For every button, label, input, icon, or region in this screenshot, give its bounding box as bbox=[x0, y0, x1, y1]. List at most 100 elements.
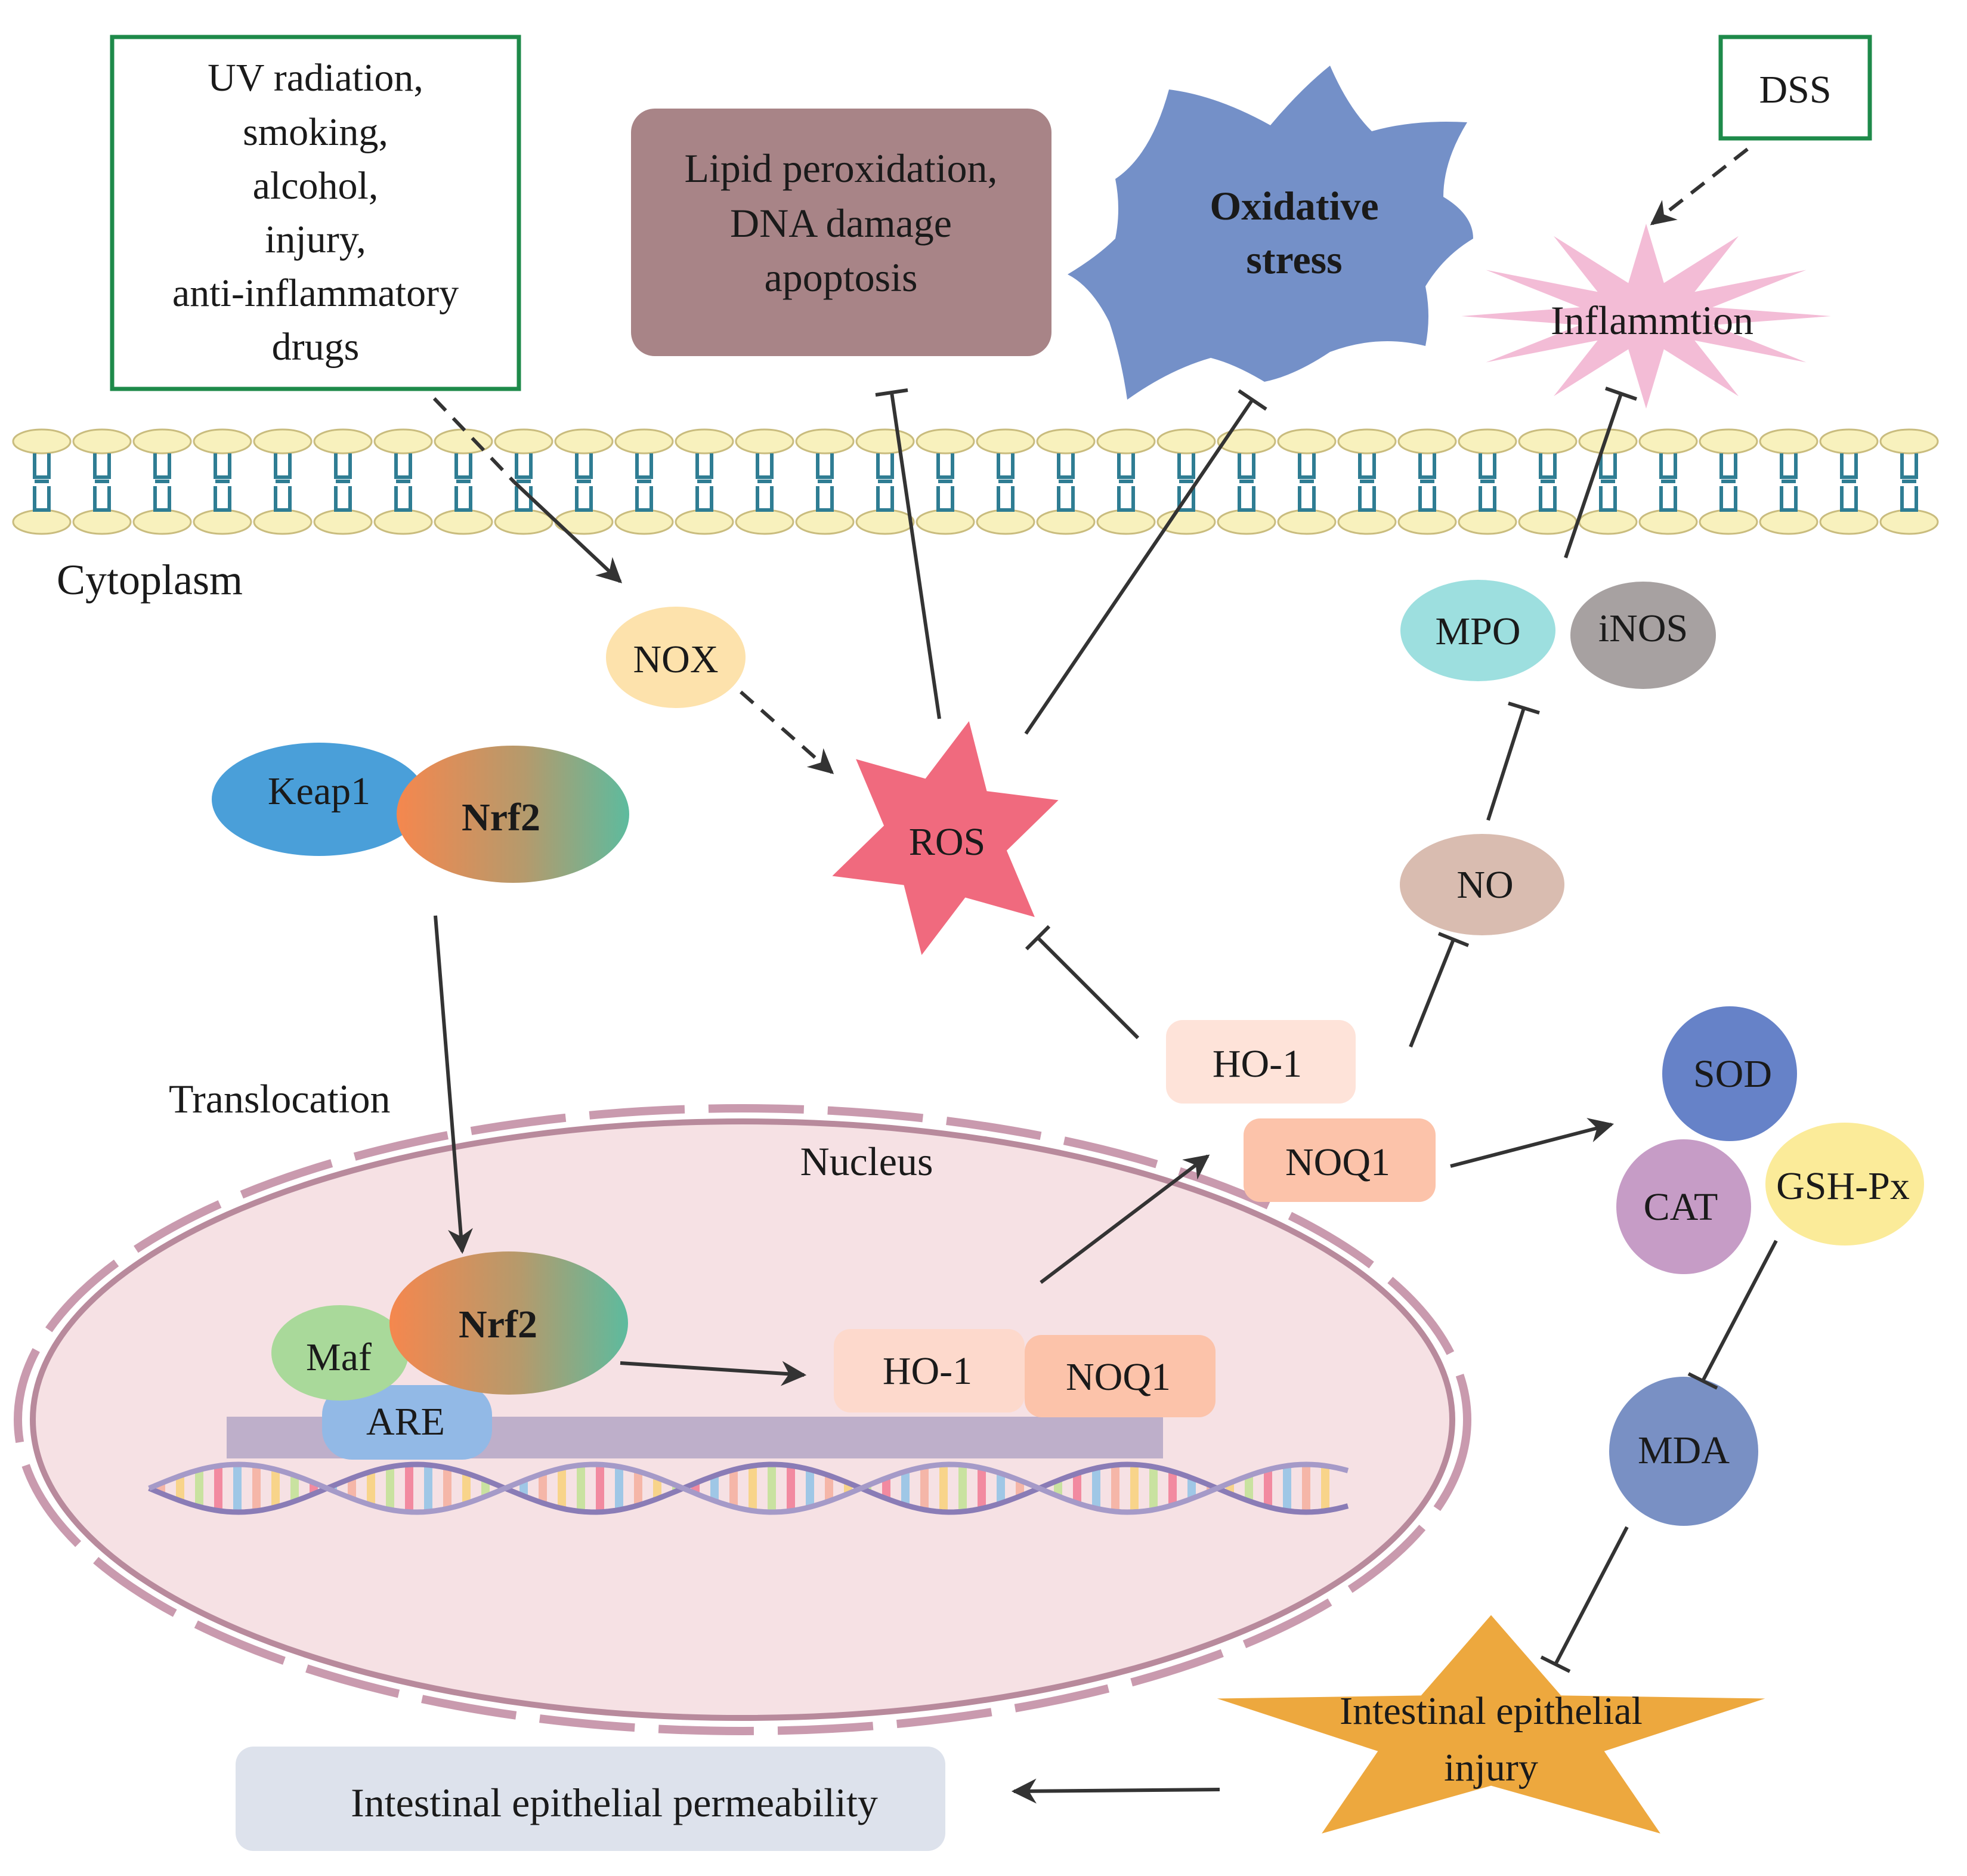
inhibit-no-mpo-bar bbox=[1508, 701, 1540, 715]
cytoplasm-label: Cytoplasm bbox=[57, 556, 243, 604]
stressor-line: smoking, bbox=[243, 110, 388, 154]
dss-label: DSS bbox=[1759, 68, 1831, 112]
mda-label: MDA bbox=[1638, 1429, 1730, 1472]
lipid-unit bbox=[313, 428, 373, 535]
inhibit-mpo-inflammation bbox=[1564, 393, 1623, 558]
lipid-unit bbox=[193, 428, 252, 535]
oxidative-line: stress bbox=[1246, 237, 1342, 282]
arrow-stressors-nox-head bbox=[512, 480, 623, 583]
arrow-nox-ros bbox=[740, 690, 834, 774]
inhibit-no-mpo bbox=[1486, 707, 1526, 821]
inhibit-ho1-no bbox=[1409, 938, 1455, 1048]
lipid-unit bbox=[916, 428, 975, 535]
dna-helix bbox=[148, 1461, 1349, 1515]
lipid-unit bbox=[1337, 428, 1397, 535]
lipid-unit bbox=[1578, 428, 1638, 535]
arrow-injury-permeability bbox=[1011, 1778, 1220, 1804]
inhibit-mda-injury-bar bbox=[1540, 1655, 1571, 1673]
lipid-unit bbox=[1217, 428, 1276, 535]
oxidative-stress-blob: Oxidative stress bbox=[1068, 66, 1473, 400]
nuclear-nrf2-complex: ARE Maf Nrf2 bbox=[271, 1251, 628, 1460]
sod-label: SOD bbox=[1693, 1052, 1772, 1096]
arrow-stressors-nox bbox=[432, 397, 516, 484]
arrow-noq1-enzymes bbox=[1450, 1118, 1615, 1168]
lipid-peroxidation-box: Lipid peroxidation, DNA damage apoptosis bbox=[631, 109, 1051, 356]
mda-node: MDA bbox=[1609, 1377, 1758, 1526]
mpo-label: MPO bbox=[1435, 610, 1520, 653]
gsh-px-node: GSH-Px bbox=[1765, 1123, 1924, 1245]
lipid-unit bbox=[976, 428, 1035, 535]
cytoplasm-noq1: NOQ1 bbox=[1244, 1118, 1436, 1202]
lipid-unit bbox=[795, 428, 855, 535]
inhibit-ros-oxidative-bar bbox=[1238, 389, 1267, 411]
dna-strand bbox=[148, 1461, 1349, 1515]
inos-label: iNOS bbox=[1598, 607, 1688, 650]
no-label: NO bbox=[1456, 863, 1513, 907]
arrow-nrf2-ho1 bbox=[620, 1361, 807, 1386]
lipid-unit bbox=[1819, 428, 1879, 535]
lipid-unit bbox=[1458, 428, 1517, 535]
cytoplasm-ho1: HO-1 bbox=[1166, 1020, 1356, 1104]
inhibit-mda-injury bbox=[1554, 1526, 1629, 1665]
lipid-unit bbox=[1277, 428, 1337, 535]
translocation-label: Translocation bbox=[169, 1076, 390, 1121]
inhibit-ros-oxidative bbox=[1024, 398, 1254, 735]
ros-star: ROS bbox=[832, 721, 1059, 955]
permeability-label: Intestinal epithelial permeability bbox=[351, 1780, 878, 1825]
inos-node: iNOS bbox=[1570, 582, 1716, 689]
injury-line: Intestinal epithelial bbox=[1340, 1689, 1643, 1733]
cat-node: CAT bbox=[1616, 1139, 1751, 1274]
stressor-line: drugs bbox=[272, 325, 360, 369]
inhibit-mpo-inflammation-bar bbox=[1605, 387, 1637, 401]
oxidative-line: Oxidative bbox=[1210, 183, 1378, 228]
lipid-unit bbox=[675, 428, 734, 535]
stressor-line: alcohol, bbox=[253, 164, 379, 208]
permeability-box: Intestinal epithelial permeability bbox=[236, 1747, 945, 1851]
nrf2-nuclear-label: Nrf2 bbox=[459, 1303, 537, 1346]
ros-label: ROS bbox=[909, 820, 985, 864]
dss-box: DSS bbox=[1718, 35, 1872, 141]
nuclear-noq1: NOQ1 bbox=[1025, 1335, 1216, 1417]
nrf2-label: Nrf2 bbox=[462, 796, 540, 839]
ho1-cyto-label: HO-1 bbox=[1213, 1042, 1302, 1086]
inhibit-ho1-ros-bar bbox=[1025, 925, 1051, 951]
lipid-unit bbox=[12, 428, 72, 535]
lipid-unit bbox=[373, 428, 433, 535]
are-label: ARE bbox=[366, 1400, 445, 1444]
lipid-unit bbox=[1759, 428, 1818, 535]
injury-line: injury bbox=[1444, 1746, 1538, 1790]
inhibit-ho1-no-bar bbox=[1437, 932, 1470, 947]
inhibit-gsh-mda bbox=[1701, 1240, 1778, 1382]
keap1-nrf2-complex: Keap1 Nrf2 bbox=[212, 743, 629, 883]
nuclear-ho1: HO-1 bbox=[834, 1329, 1025, 1413]
nox-label: NOX bbox=[633, 638, 719, 681]
noq1-label: NOQ1 bbox=[1066, 1355, 1171, 1399]
intestinal-injury-star: Intestinal epithelial injury bbox=[1217, 1615, 1765, 1834]
lipid-line: Lipid peroxidation, bbox=[684, 146, 997, 191]
cell-membrane bbox=[12, 428, 1939, 535]
ho1-label: HO-1 bbox=[883, 1349, 972, 1393]
dna-strand bbox=[148, 1461, 1349, 1515]
lipid-unit bbox=[1036, 428, 1096, 535]
lipid-unit bbox=[1638, 428, 1698, 535]
nox-node: NOX bbox=[606, 607, 746, 708]
lipid-unit bbox=[1156, 428, 1216, 535]
lipid-unit bbox=[1096, 428, 1156, 535]
lipid-unit bbox=[1879, 428, 1939, 535]
arrow-dss-inflammation bbox=[1650, 147, 1749, 225]
noq1-cyto-label: NOQ1 bbox=[1285, 1141, 1390, 1184]
inflammation-label: Inflammtion bbox=[1551, 298, 1753, 343]
cat-label: CAT bbox=[1644, 1185, 1718, 1229]
stressor-line: UV radiation, bbox=[208, 56, 423, 100]
inhibit-ros-lipid bbox=[890, 392, 941, 719]
stressors-box: UV radiation, smoking, alcohol, injury, … bbox=[110, 35, 521, 391]
keap1-label: Keap1 bbox=[268, 769, 370, 813]
sod-node: SOD bbox=[1662, 1006, 1797, 1141]
lipid-unit bbox=[554, 428, 614, 535]
lipid-unit bbox=[72, 428, 132, 535]
lipid-unit bbox=[253, 428, 313, 535]
inhibit-ros-lipid-bar bbox=[875, 388, 908, 397]
lipid-unit bbox=[1699, 428, 1758, 535]
lipid-unit bbox=[1397, 428, 1457, 535]
